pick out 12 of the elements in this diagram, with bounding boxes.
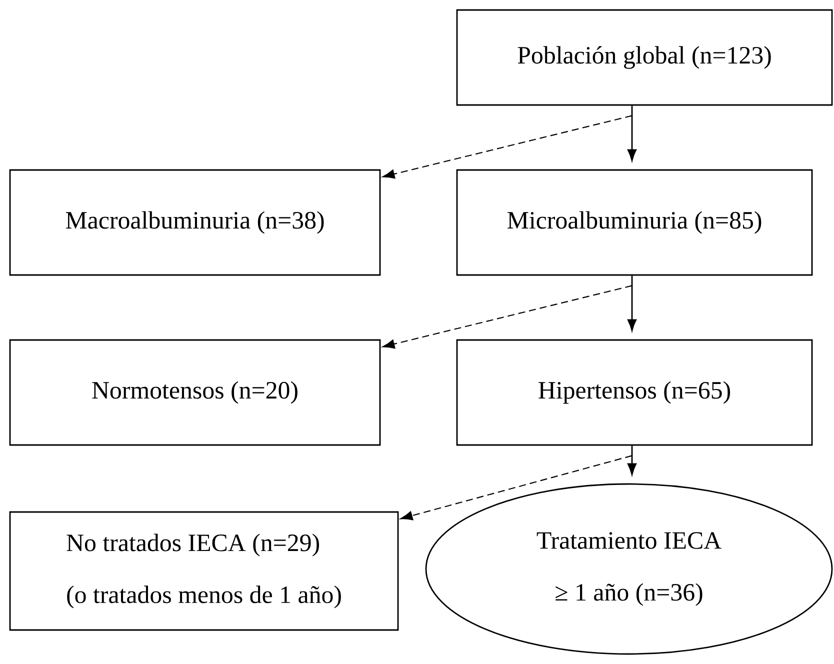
process-box: Población global (n=123) bbox=[456, 9, 833, 106]
arrow bbox=[628, 446, 637, 475]
dashed-arrow bbox=[400, 455, 632, 520]
process-box: No tratados IECA (n=29) (o tratados menos de 1 año) bbox=[9, 511, 399, 631]
arrow bbox=[628, 276, 637, 331]
process-box: Macroalbuminuria (n=38) bbox=[9, 169, 381, 276]
process-box: Hipertensos (n=65) bbox=[456, 339, 813, 446]
arrow bbox=[628, 106, 637, 161]
process-box: Microalbuminuria (n=85) bbox=[456, 169, 813, 276]
dashed-arrow bbox=[382, 285, 632, 349]
process-box: Normotensos (n=20) bbox=[9, 339, 381, 446]
dashed-arrow bbox=[382, 115, 632, 179]
